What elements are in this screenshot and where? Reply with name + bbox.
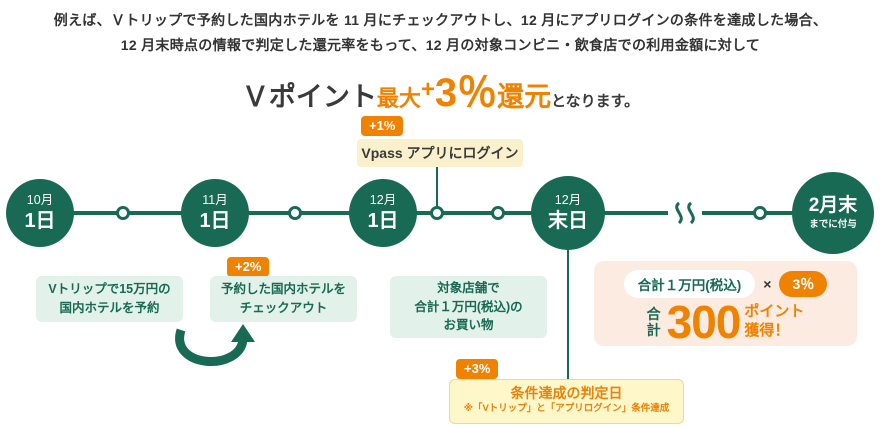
result-total-value: 300 (666, 296, 742, 348)
intro-line-1: 例えば、Ｖトリップで予約した国内ホテルを 11 月にチェックアウトし、12 月に… (53, 12, 828, 28)
result-total-label: 合計 (646, 305, 661, 338)
node-day: 1日 (367, 209, 399, 232)
result-times-sign: × (763, 276, 772, 292)
headline-rate: 3％ (434, 71, 498, 115)
node-month: 12月 (554, 193, 582, 208)
plus2-badge: +2% (227, 257, 270, 278)
plus1-badge: +1% (361, 116, 404, 137)
result-unit-wrap: ポイント 獲得！ (744, 303, 804, 341)
result-formula-row: 合計１万円(税込) × 3％ (606, 270, 845, 298)
result-amount-pill: 合計１万円(税込) (623, 270, 756, 298)
intro-line-2: 12 月末時点の情報で判定した還元率をもって、12 月の対象コンビニ・飲食店での… (120, 36, 761, 53)
checkout-box: 予約した国内ホテルを チェックアウト (210, 276, 357, 322)
judgement-title: 条件達成の判定日 (510, 385, 623, 401)
login-box: Vpass アプリにログイン (357, 139, 523, 167)
trip-line-1: Vトリップで15万円の (48, 282, 171, 297)
headline-max: 最大 (376, 86, 421, 111)
timeline-break-icon (668, 200, 702, 226)
trip-box: Vトリップで15万円の 国内ホテルを予約 (36, 276, 183, 322)
node-day: 1日 (199, 209, 231, 232)
result-total-row: 合計 300 ポイント 獲得！ (606, 299, 845, 345)
headline-plus-sign: + (420, 76, 435, 103)
timeline-dot-2 (288, 206, 302, 220)
timeline-node-nov-1: 11月 1日 (181, 179, 249, 247)
purchase-line-1: 対象店舗で (437, 280, 500, 295)
timeline-node-dec-end: 12月 末日 (531, 176, 605, 250)
result-rate-pill: 3％ (779, 271, 828, 297)
timeline-dot-1 (116, 206, 130, 220)
checkout-line-1: 予約した国内ホテルを (220, 282, 346, 297)
timeline-dot-3 (430, 206, 444, 220)
result-get: 獲得！ (744, 322, 790, 339)
curved-arrow-icon (175, 324, 255, 366)
plus3-badge: +3% (456, 359, 499, 380)
node-day: までに付与 (809, 218, 857, 230)
checkout-line-2: チェックアウト (239, 301, 328, 315)
timeline-node-oct-1: 10月 1日 (6, 179, 74, 247)
node-month: 12月 (369, 193, 397, 208)
node-month: 2月末 (808, 194, 858, 216)
login-connector-line (436, 167, 438, 206)
node-day: 末日 (548, 209, 588, 232)
node-month: 10月 (26, 193, 54, 208)
login-label: Vpass アプリにログイン (361, 145, 519, 161)
judgement-box: 条件達成の判定日 ※「Vトリップ」と「アプリログイン」条件達成 (449, 379, 684, 424)
timeline-node-feb-end: 2月末 までに付与 (792, 172, 874, 254)
headline-prefix: Ｖポイント (241, 82, 377, 112)
timeline-node-dec-1: 12月 1日 (349, 179, 417, 247)
judgement-note: ※「Vトリップ」と「アプリログイン」条件達成 (463, 403, 670, 415)
headline-suffix: となります。 (551, 93, 640, 110)
headline-kangen: 還元 (497, 82, 552, 112)
result-unit: ポイント (744, 303, 805, 321)
node-month: 11月 (202, 193, 228, 208)
timeline-dot-5 (753, 206, 767, 220)
purchase-line-2: 合計１万円(税込)の (414, 299, 523, 314)
intro-text: 例えば、Ｖトリップで予約した国内ホテルを 11 月にチェックアウトし、12 月に… (0, 8, 881, 57)
timeline-dot-4 (491, 206, 505, 220)
headline: Ｖポイント最大+3％還元となります。 (0, 60, 881, 118)
result-box: 合計１万円(税込) × 3％ 合計 300 ポイント 獲得！ (594, 261, 857, 346)
purchase-box: 対象店舗で 合計１万円(税込)の お買い物 (390, 276, 547, 338)
judgement-connector-line (567, 250, 569, 380)
node-day: 1日 (24, 209, 56, 232)
trip-line-2: 国内ホテルを予約 (59, 301, 160, 315)
purchase-line-3: お買い物 (443, 318, 494, 333)
